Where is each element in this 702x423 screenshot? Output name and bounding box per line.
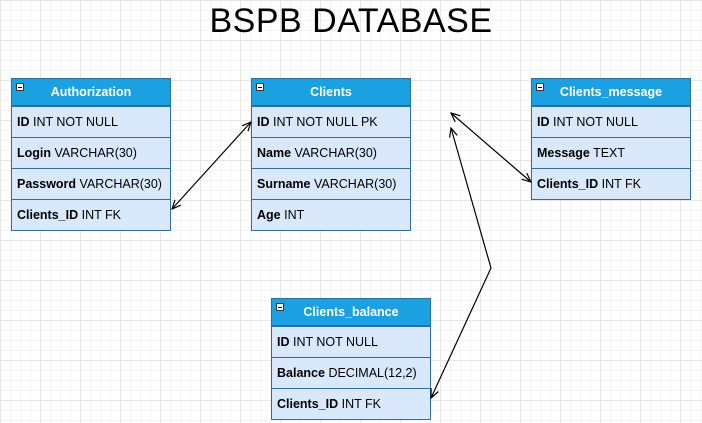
field-name: Balance <box>277 366 325 380</box>
field-type: TEXT <box>593 146 626 160</box>
field-name: ID <box>537 115 550 129</box>
table-header[interactable]: Clients_message <box>532 79 690 106</box>
field-name: Clients_ID <box>277 397 339 411</box>
field-name: Message <box>537 146 590 160</box>
table-clients[interactable]: Clients ID INT NOT NULL PK Name VARCHAR(… <box>251 78 411 231</box>
table-row-name[interactable]: Name VARCHAR(30) <box>252 137 410 168</box>
field-name: Password <box>17 177 77 191</box>
field-type: INT NOT NULL <box>32 115 118 129</box>
field-type: DECIMAL(12,2) <box>328 366 417 380</box>
table-row-clients-id[interactable]: Clients_ID INT FK <box>272 388 430 419</box>
table-clients-message[interactable]: Clients_message ID INT NOT NULL Message … <box>531 78 691 200</box>
table-row-login[interactable]: Login VARCHAR(30) <box>12 137 170 168</box>
field-type: INT FK <box>81 208 121 222</box>
field-name: Surname <box>257 177 311 191</box>
collapse-icon[interactable] <box>276 303 284 311</box>
table-row-clients-id[interactable]: Clients_ID INT FK <box>532 168 690 199</box>
field-name: ID <box>277 335 290 349</box>
field-name: Clients_ID <box>17 208 79 222</box>
field-name: Login <box>17 146 52 160</box>
table-title: Clients <box>310 85 352 99</box>
field-type: VARCHAR(30) <box>294 146 377 160</box>
table-row-id[interactable]: ID INT NOT NULL <box>12 106 170 137</box>
field-name: Age <box>257 208 281 222</box>
link-balance-clients[interactable] <box>431 128 492 398</box>
table-row-id[interactable]: ID INT NOT NULL PK <box>252 106 410 137</box>
table-title: Authorization <box>50 85 132 99</box>
collapse-icon[interactable] <box>256 83 264 91</box>
table-header[interactable]: Authorization <box>12 79 170 106</box>
table-row-message[interactable]: Message TEXT <box>532 137 690 168</box>
table-authorization[interactable]: Authorization ID INT NOT NULL Login VARC… <box>11 78 171 231</box>
link-authorization-clients[interactable] <box>172 122 251 209</box>
field-name: Name <box>257 146 292 160</box>
table-title: Clients_balance <box>303 305 399 319</box>
link-message-clients[interactable] <box>451 113 531 182</box>
collapse-icon[interactable] <box>536 83 544 91</box>
collapse-icon[interactable] <box>16 83 24 91</box>
table-header[interactable]: Clients <box>252 79 410 106</box>
table-row-clients-id[interactable]: Clients_ID INT FK <box>12 199 170 230</box>
table-title: Clients_message <box>559 85 663 99</box>
field-name: Clients_ID <box>537 177 599 191</box>
table-row-id[interactable]: ID INT NOT NULL <box>532 106 690 137</box>
table-row-age[interactable]: Age INT <box>252 199 410 230</box>
field-type: INT FK <box>341 397 381 411</box>
field-name: ID <box>257 115 270 129</box>
field-type: VARCHAR(30) <box>54 146 137 160</box>
field-type: VARCHAR(30) <box>313 177 397 191</box>
table-row-surname[interactable]: Surname VARCHAR(30) <box>252 168 410 199</box>
field-type: INT NOT NULL PK <box>272 115 378 129</box>
field-type: INT NOT NULL <box>292 335 378 349</box>
field-type: VARCHAR(30) <box>79 177 162 191</box>
table-header[interactable]: Clients_balance <box>272 299 430 326</box>
table-row-id[interactable]: ID INT NOT NULL <box>272 326 430 357</box>
table-clients-balance[interactable]: Clients_balance ID INT NOT NULL Balance … <box>271 298 431 420</box>
diagram-title: BSPB DATABASE <box>209 2 493 40</box>
field-type: INT FK <box>601 177 641 191</box>
table-row-balance[interactable]: Balance DECIMAL(12,2) <box>272 357 430 388</box>
field-type: INT NOT NULL <box>552 115 638 129</box>
field-type: INT <box>284 208 305 222</box>
field-name: ID <box>17 115 30 129</box>
table-row-password[interactable]: Password VARCHAR(30) <box>12 168 170 199</box>
